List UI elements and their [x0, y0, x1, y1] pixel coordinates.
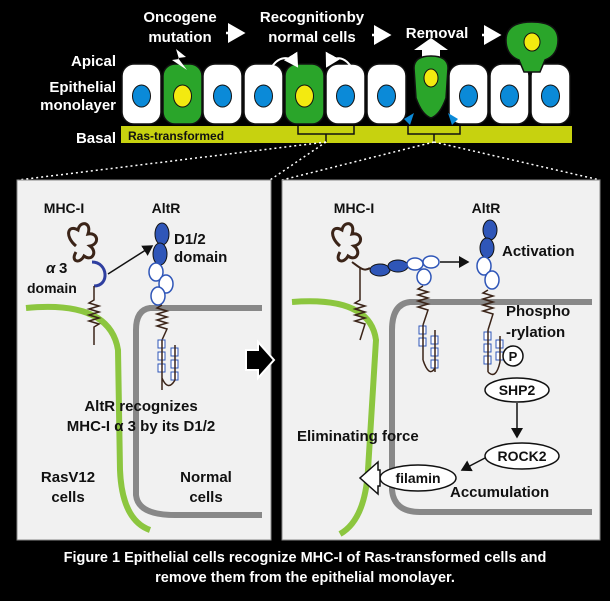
recognition-arrow-left	[269, 51, 299, 71]
normal-nucleus	[254, 84, 273, 108]
right-mhc-molecule	[331, 222, 362, 263]
removed-cell	[505, 21, 559, 73]
step-recognition-label: Recognitionby	[260, 9, 365, 26]
extruding-cell	[404, 55, 458, 125]
phosphate-node	[502, 345, 524, 367]
transformed-nucleus	[173, 84, 192, 108]
step-removal-label: Removal	[406, 25, 469, 42]
altr-transmembrane	[154, 304, 170, 341]
left-alpha3-num: 3	[59, 260, 67, 277]
caption-line-1: Figure 1 Epithelial cells recognize MHC-…	[63, 550, 547, 566]
normal-nucleus	[459, 84, 478, 108]
normal-nucleus	[500, 84, 519, 108]
protrusion-right-icon	[448, 113, 458, 125]
right-green-membrane	[291, 298, 380, 537]
right-mhc-label: MHC-I	[334, 200, 374, 216]
epithelial-monolayer	[121, 63, 571, 125]
left-d12-domain-label: domain	[174, 249, 227, 266]
activation-label: Activation	[502, 243, 575, 260]
panel-transition-arrow	[245, 339, 276, 381]
filamin-label: filamin	[395, 470, 440, 486]
rasv12-cells-label: cells	[51, 489, 84, 506]
apical-label: Apical	[71, 53, 116, 70]
right-altr-label: AltR	[472, 200, 501, 216]
rock2-node	[484, 442, 560, 470]
rock2-to-filamin-arrow	[460, 457, 486, 472]
normal-label: Normal	[180, 469, 232, 486]
step-oncogene-label: Oncogene	[143, 9, 216, 26]
normal-nucleus	[213, 84, 232, 108]
altr-d1-domain	[154, 222, 170, 246]
epithelial-label: Epithelial	[49, 79, 116, 96]
left-domain-label: domain	[27, 280, 77, 296]
zoom-lines	[17, 141, 601, 181]
left-binding-arrow	[107, 245, 154, 275]
left-alpha-label: α	[46, 260, 56, 277]
basal-band-label: Ras-transformed	[128, 129, 224, 143]
rasv12-label: RasV12	[41, 469, 95, 486]
left-altr-label: AltR	[152, 200, 181, 216]
recognition-arrow-right	[325, 51, 354, 71]
right-d1-bound	[369, 263, 391, 277]
left-mhc-label: MHC-I	[44, 200, 84, 216]
left-alpha3-domain	[91, 260, 107, 288]
eliminating-force-label: Eliminating force	[297, 428, 419, 445]
phosphorylation-label: -rylation	[506, 324, 565, 341]
left-green-membrane	[25, 303, 152, 533]
step-labels: Oncogene mutation Recognitionby normal c…	[143, 9, 468, 46]
step-recognition-label-2: normal cells	[268, 29, 356, 46]
shp2-node	[484, 377, 550, 403]
eliminating-force-arrow	[358, 460, 381, 496]
transformed-nucleus	[295, 84, 314, 108]
step-arrows	[226, 23, 502, 45]
protrusion-left-icon	[404, 113, 414, 125]
normal-cells-label: cells	[189, 489, 222, 506]
altr-d2-domain	[152, 242, 168, 266]
caption-line-2: remove them from the epithelial monolaye…	[155, 570, 455, 586]
lightning-icon	[172, 49, 187, 70]
normal-nucleus	[541, 84, 560, 108]
left-gray-membrane	[133, 305, 262, 518]
normal-nucleus	[377, 84, 396, 108]
left-mhc-transmembrane	[86, 286, 102, 345]
shp2-label: SHP2	[499, 382, 536, 398]
normal-nucleus	[336, 84, 355, 108]
left-recognizes-line1: AltR recognizes	[84, 398, 197, 415]
side-labels: Apical Epithelial monolayer Basal	[40, 53, 116, 147]
accumulation-label: Accumulation	[450, 484, 549, 501]
right-d2-bound	[387, 259, 409, 273]
rock2-label: ROCK2	[497, 448, 546, 464]
step-oncogene-label-2: mutation	[148, 29, 211, 46]
phospho-label: Phospho	[506, 303, 570, 320]
basal-label: Basal	[76, 130, 116, 147]
figure-caption: Figure 1 Epithelial cells recognize MHC-…	[0, 548, 610, 588]
left-panel: MHC-I AltR α 3 domain D1/2 domain AltR r…	[16, 179, 272, 541]
monolayer-label: monolayer	[40, 97, 116, 114]
right-gray-membrane	[389, 299, 592, 515]
left-mhc-molecule	[67, 222, 98, 263]
right-panel: MHC-I AltR Activation	[281, 179, 601, 541]
normal-nucleus	[132, 84, 151, 108]
left-recognizes-line2: MHC-I α 3 by its D1/2	[67, 418, 215, 435]
phosphate-label: P	[509, 349, 518, 364]
extrusion-arrow	[414, 38, 448, 58]
left-d12-label: D1/2	[174, 231, 206, 248]
